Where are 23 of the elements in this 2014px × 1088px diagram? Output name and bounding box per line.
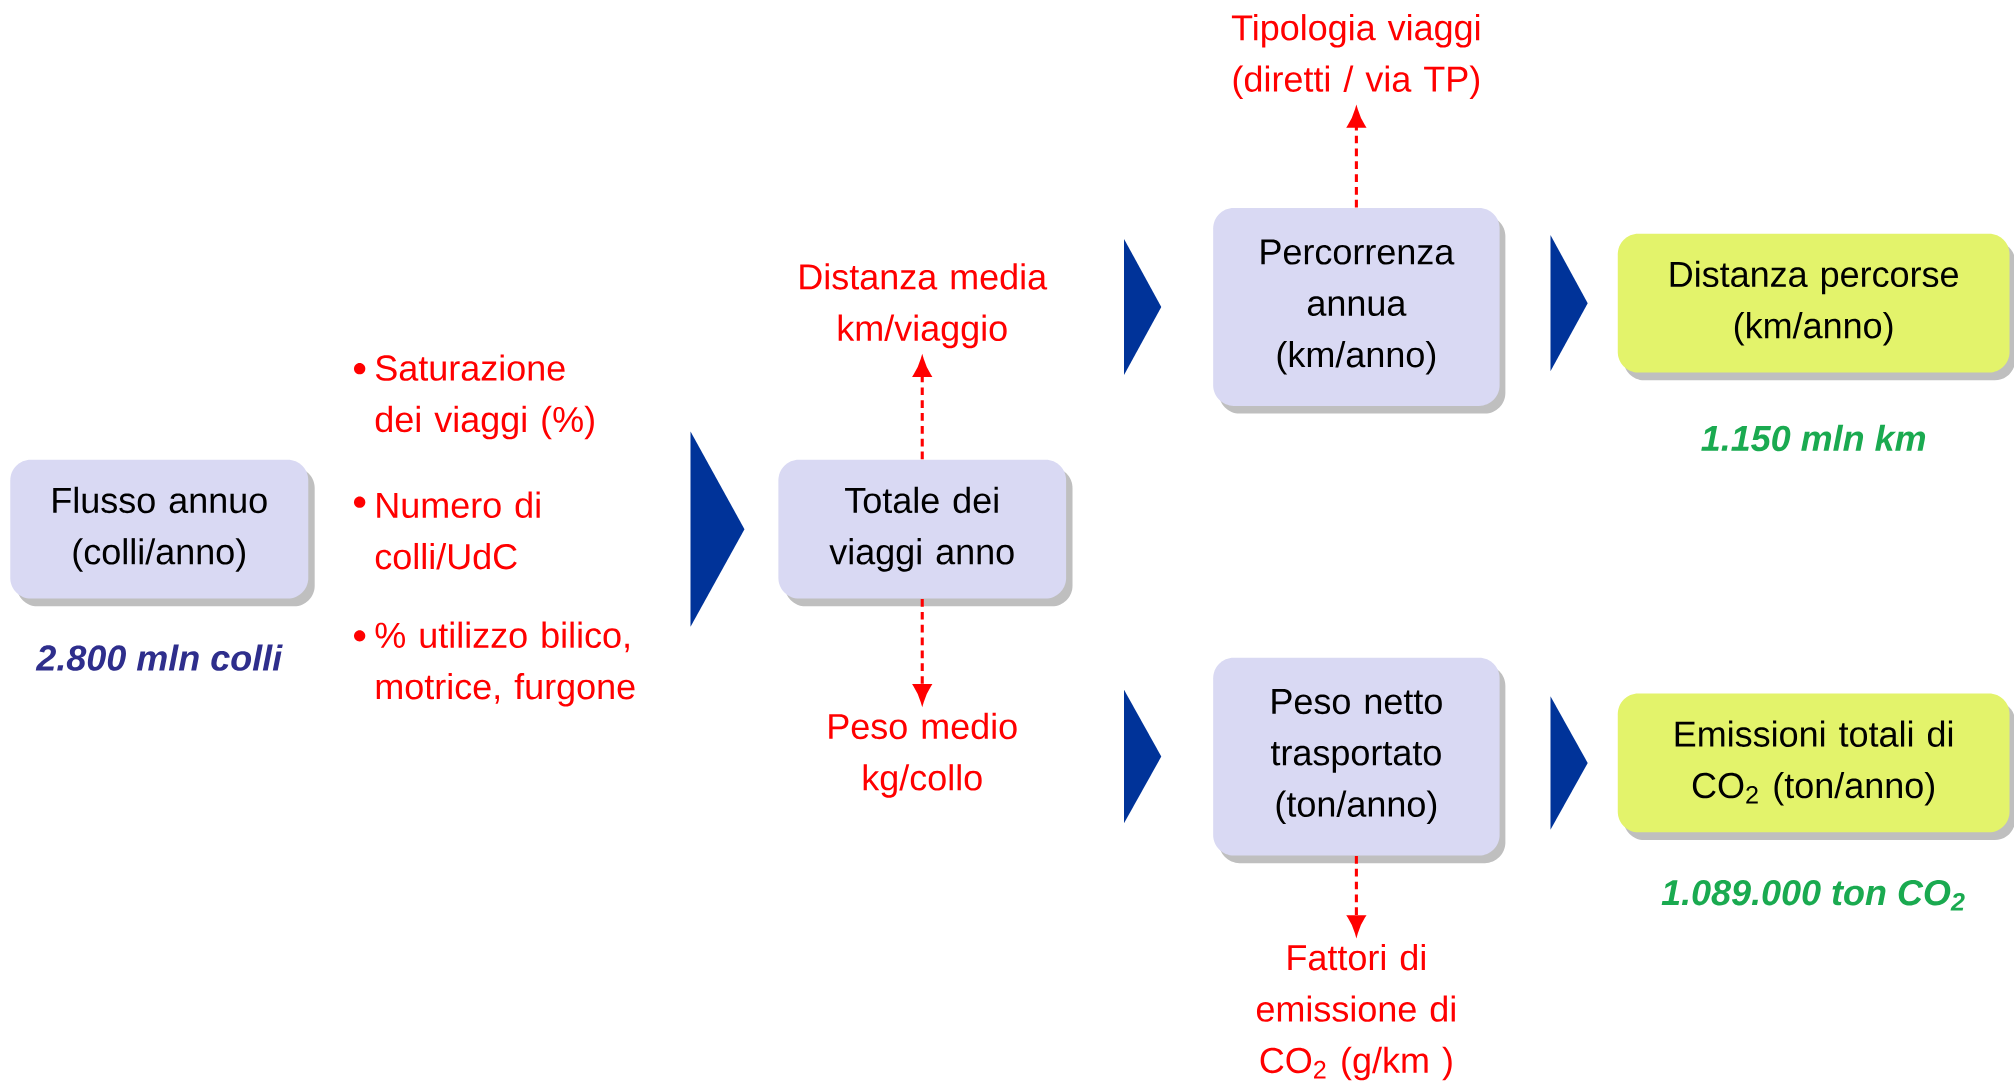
- process-box: Percorrenza annua (km/anno): [1213, 208, 1506, 414]
- process-box: Flusso annuo (colli/anno): [10, 459, 315, 607]
- value-label: 1.089.000 ton CO$_{2}$: [1661, 879, 1965, 911]
- chevron-arrow: [1550, 696, 1588, 830]
- chevron-arrow: [690, 431, 745, 627]
- bullet-item: % utilizzo bilico, motrice, furgone: [354, 621, 635, 707]
- chevron-arrow: [1550, 235, 1588, 372]
- dashed-arrow: [913, 599, 932, 704]
- input-label: Distanza media km/viaggio: [800, 263, 1048, 349]
- input-label: Peso medio kg/collo: [829, 712, 1017, 798]
- process-box: Peso netto trasportato (ton/anno): [1213, 657, 1506, 864]
- process-box: Totale dei viaggi anno: [778, 459, 1073, 607]
- result-box: Emissioni totali di CO$_{2}$ (ton/anno): [1617, 693, 2014, 841]
- bullet-item: Saturazione dei viaggi (%): [354, 354, 594, 440]
- result-box: Distanza percorse (km/anno): [1617, 233, 2014, 381]
- chevron-arrow: [1124, 238, 1162, 376]
- input-label: Fattori di emissione di CO$_{2}$ (g/km ): [1256, 944, 1455, 1081]
- bullet-item: Numero di colli/UdC: [354, 491, 540, 570]
- dashed-arrow: [913, 357, 932, 460]
- input-label: Tipologia viaggi (diretti / via TP): [1231, 14, 1480, 99]
- value-label: 1.150 mln km: [1701, 424, 1926, 452]
- chevron-arrow: [1124, 689, 1162, 824]
- value-label: 2.800 mln colli: [35, 644, 283, 671]
